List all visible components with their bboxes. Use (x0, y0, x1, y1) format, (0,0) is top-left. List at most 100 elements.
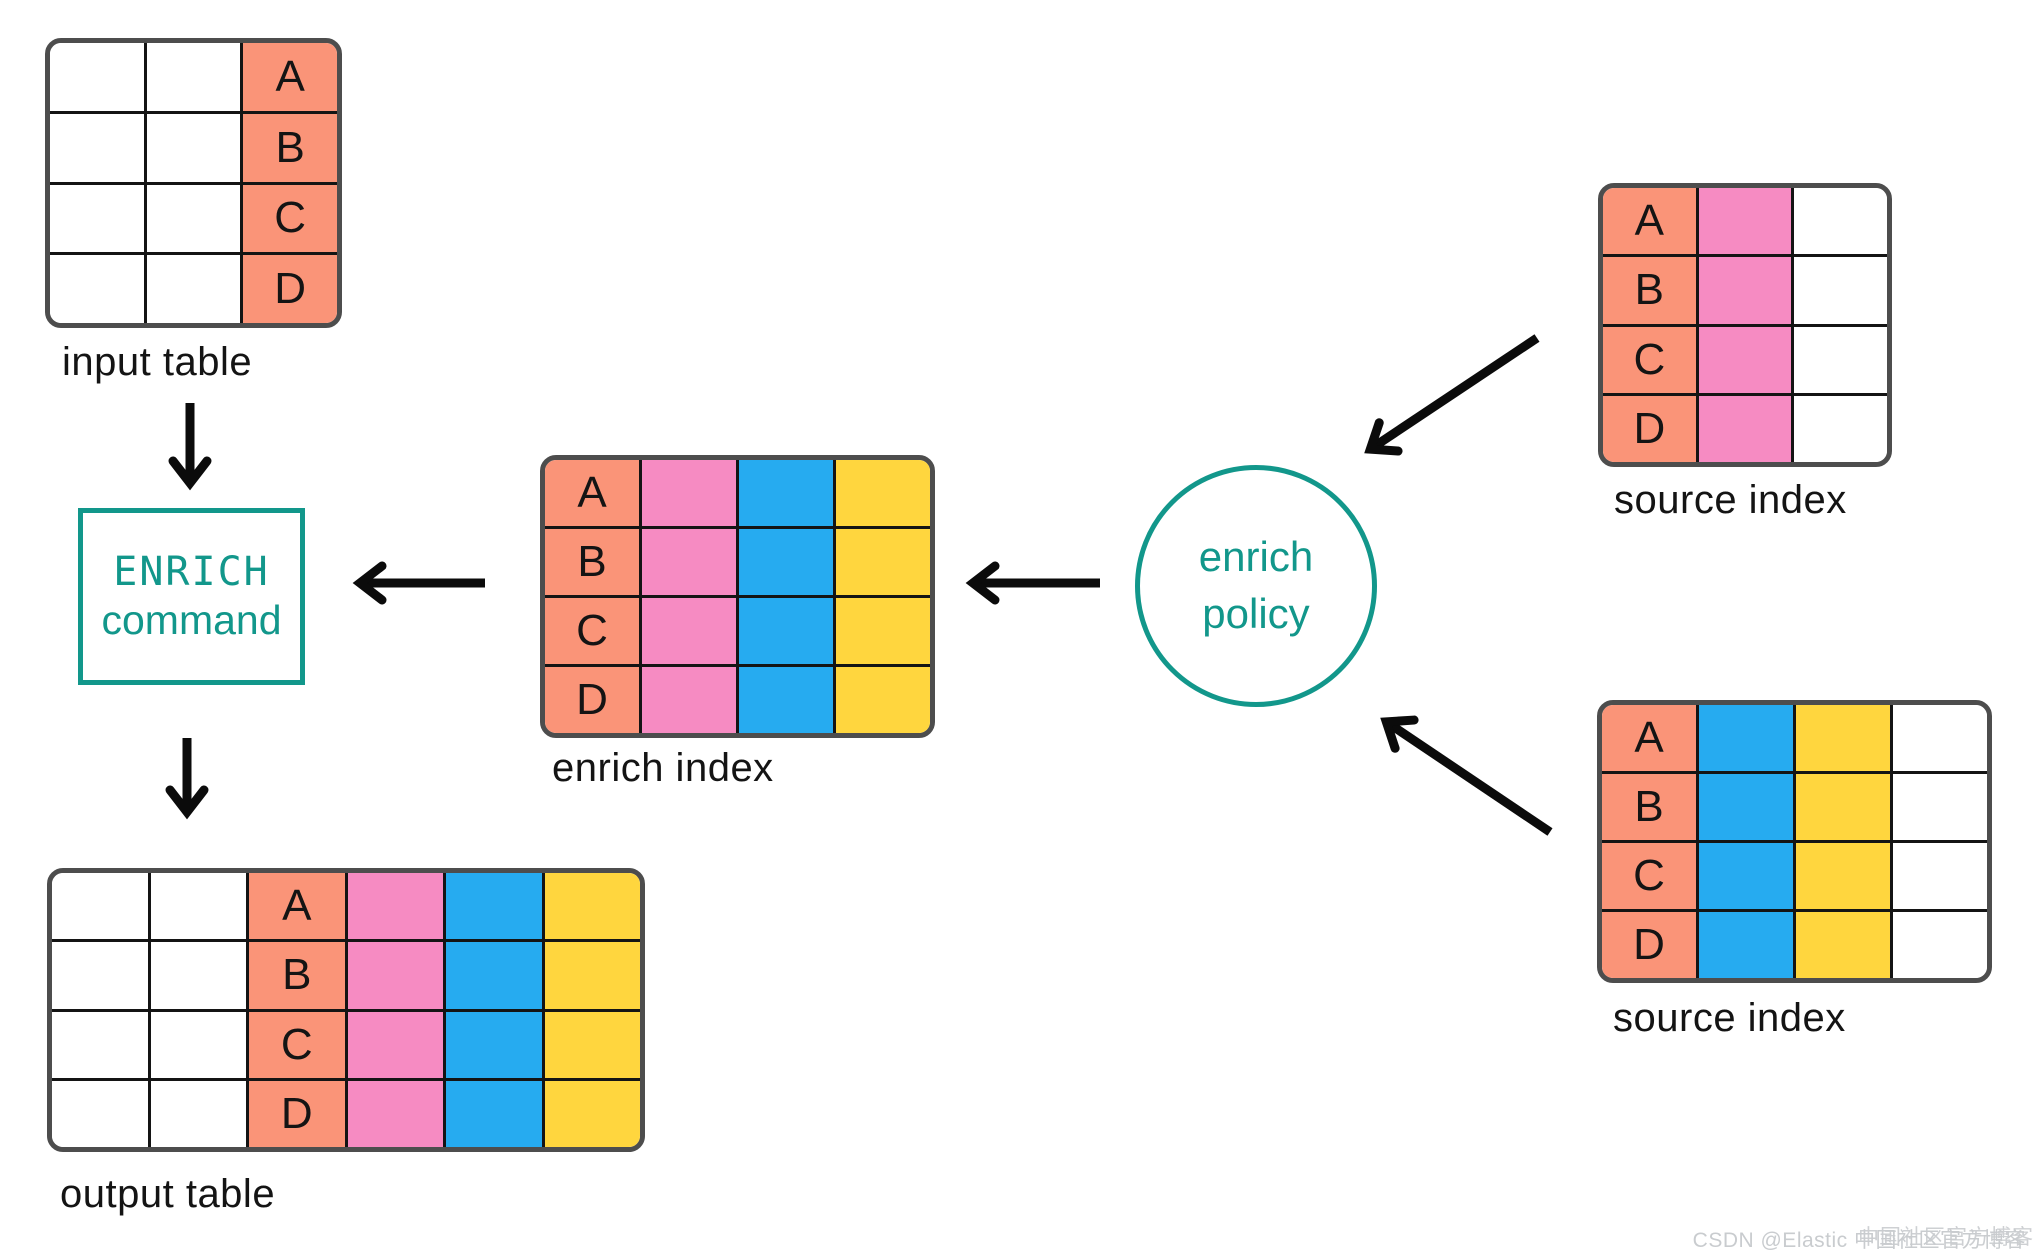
input-table-key-A: A (275, 51, 305, 101)
source-index-bottom-cell-r1-c1 (1699, 771, 1793, 840)
enrich-index-cell-r0-c0: A (545, 460, 639, 526)
output-table-cell-r3-c1 (150, 1077, 246, 1147)
output-table-cell-r0-c3 (348, 873, 444, 939)
enrich-index-cell-r3-c1 (642, 664, 736, 733)
input-table-cell-r0-c2: A (243, 43, 337, 111)
source-index-bottom-cell-r2-c2 (1796, 840, 1890, 909)
arrow-source-top-to-policy (1364, 334, 1540, 456)
source-index-top-col-pink-1 (1695, 188, 1792, 462)
source-index-bottom-label: source index (1613, 996, 1846, 1040)
enrich-index-col-pink-1 (639, 460, 736, 733)
output-table-cell-r2-c4 (446, 1008, 542, 1078)
source-index-bottom-cell-r0-c2 (1796, 705, 1890, 771)
source-index-top-col-white-2 (1791, 188, 1887, 462)
output-table-cell-r2-c1 (150, 1008, 246, 1078)
input-table-key-C: C (274, 193, 307, 243)
output-table-col-blue-4 (443, 873, 542, 1147)
input-table-col-white-1 (143, 43, 241, 323)
input-table-col-white-0 (50, 43, 144, 323)
source-index-top-cell-r1-c1 (1698, 254, 1792, 323)
output-table-cell-r0-c5 (545, 873, 641, 939)
output-table-cell-r0-c4 (446, 873, 542, 939)
source-index-top-key-B: B (1634, 265, 1665, 315)
source-index-bottom-col-yellow-2 (1793, 705, 1890, 978)
source-index-top-cell-r2-c1 (1698, 323, 1792, 393)
source-index-top-cell-r2-c2 (1794, 323, 1887, 393)
source-index-bottom-key-A: A (1634, 713, 1664, 762)
source-index-top-cell-r3-c0: D (1603, 392, 1696, 462)
source-index-bottom-cell-r3-c3 (1893, 909, 1987, 978)
enrich-index-cell-r0-c3 (836, 460, 930, 526)
output-table-key-A: A (282, 881, 312, 931)
source-index-bottom-cell-r2-c3 (1893, 840, 1987, 909)
enrich-index-key-D: D (576, 675, 608, 724)
enrich-policy-line1: enrich (1198, 533, 1314, 581)
output-table-cell-r0-c1 (151, 873, 247, 939)
input-table-cell-r0-c1 (147, 43, 241, 111)
source-index-top-label: source index (1614, 478, 1847, 522)
input-table-cell-r3-c2: D (243, 252, 337, 323)
output-table-cell-r3-c4 (446, 1077, 542, 1147)
source-index-top-key-D: D (1633, 403, 1666, 453)
input-table-key-B: B (275, 122, 305, 172)
enrich-index-cell-r1-c1 (642, 526, 736, 595)
output-table-cell-r3-c0 (52, 1077, 148, 1147)
enrich-index-label: enrich index (552, 746, 774, 790)
input-table-cell-r0-c0 (50, 43, 144, 111)
output-table-cell-r3-c5 (544, 1077, 640, 1147)
source-index-top-cell-r1-c0: B (1603, 254, 1696, 323)
source-index-top-key-A: A (1634, 196, 1665, 246)
output-table-col-white-1 (147, 873, 247, 1147)
source-index-bottom-cell-r1-c0: B (1602, 771, 1696, 840)
output-table-cell-r0-c0 (52, 873, 148, 939)
enrich-command-subtitle: command (101, 596, 282, 643)
output-table-cell-r2-c5 (544, 1008, 640, 1078)
source-index-top-cell-r3-c2 (1794, 392, 1887, 462)
arrow-source-bottom-to-policy (1380, 715, 1553, 836)
output-table-cell-r1-c5 (544, 939, 640, 1008)
source-index-bottom-cell-r2-c1 (1699, 840, 1793, 909)
enrich-index-key-C: C (576, 606, 608, 655)
output-table-key-D: D (280, 1088, 313, 1138)
source-index-bottom-cell-r0-c3 (1893, 705, 1987, 771)
watermark-text: CSDN @Elastic 中国社区官方博客 (1692, 1229, 2026, 1252)
source-index-top-cell-r2-c0: C (1603, 323, 1696, 393)
enrich-index-cell-r3-c3 (836, 664, 930, 733)
enrich-command-title: ENRICH (113, 548, 270, 595)
enrich-index-cell-r1-c2 (739, 526, 833, 595)
source-index-bottom-col-white-3 (1890, 705, 1987, 978)
output-table-cell-r2-c3 (347, 1008, 443, 1078)
enrich-index-cell-r2-c3 (836, 595, 930, 664)
source-index-bottom-key-B: B (1634, 782, 1664, 831)
output-table-cell-r1-c1 (150, 939, 246, 1008)
input-table-cell-r1-c0 (50, 110, 144, 182)
output-table-cell-r2-c2: C (249, 1008, 345, 1078)
source-index-top-cell-r0-c2 (1794, 188, 1887, 254)
enrich-index-cell-r2-c2 (739, 595, 833, 664)
output-table-cell-r0-c2: A (249, 873, 345, 939)
output-table-col-white-0 (52, 873, 148, 1147)
output-table-cell-r1-c0 (52, 939, 148, 1008)
input-table-cell-r2-c2: C (243, 181, 337, 253)
source-index-top-cell-r3-c1 (1698, 392, 1792, 462)
input-table-cell-r3-c1 (146, 252, 241, 323)
output-table-cell-r3-c2: D (249, 1077, 345, 1147)
enrich-index-cell-r3-c2 (739, 664, 833, 733)
source-index-bottom-cell-r0-c0: A (1602, 705, 1696, 771)
input-table-cell-r1-c2: B (243, 110, 337, 182)
enrich-index-key-B: B (577, 537, 607, 586)
watermark-overlay-text: 中国社区官方博客 (1858, 1226, 2034, 1249)
input-table-key-D: D (274, 264, 307, 314)
source-index-top-cell-r0-c0: A (1603, 188, 1696, 254)
input-table-cell-r3-c0 (50, 252, 144, 323)
output-table-cell-r2-c0 (52, 1008, 148, 1078)
